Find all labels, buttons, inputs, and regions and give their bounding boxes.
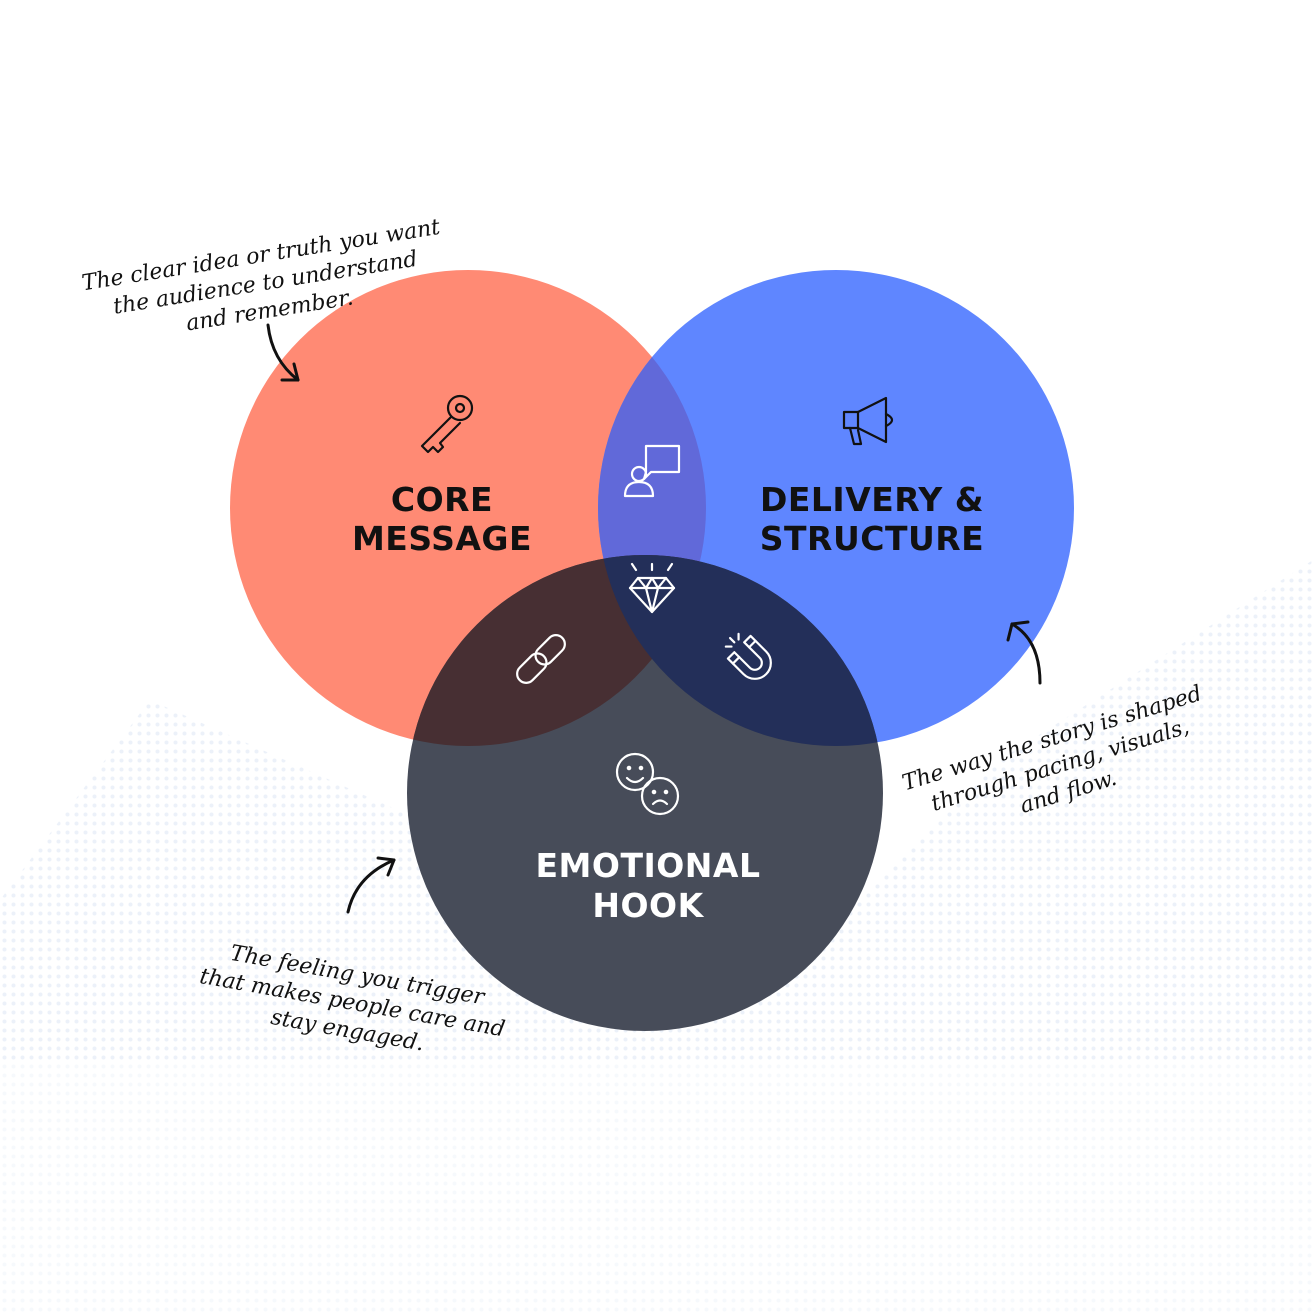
emotional-title-line2: HOOK (592, 886, 704, 925)
key-icon (420, 394, 474, 454)
presenter-speech-bubble-icon (623, 444, 681, 498)
happy-sad-faces-icon (615, 752, 680, 816)
background-fade (0, 1060, 1313, 1313)
diamond-icon (628, 562, 676, 614)
core-message-title: CORE MESSAGE (352, 480, 532, 558)
megaphone-icon (842, 396, 894, 446)
chain-link-icon (516, 634, 566, 684)
delivery-title-line2: STRUCTURE (760, 519, 984, 558)
core-note-arrow (266, 323, 300, 382)
delivery-title-line1: DELIVERY & (760, 480, 984, 519)
delivery-note-arrow (1006, 620, 1042, 685)
delivery-structure-title: DELIVERY & STRUCTURE (760, 480, 984, 558)
overlap-core-emotional (407, 555, 706, 746)
magnet-icon (724, 632, 772, 680)
emotional-note-arrow (346, 856, 396, 914)
emotional-hook-title: EMOTIONAL HOOK (536, 846, 761, 925)
core-title-line1: CORE (391, 480, 493, 519)
core-title-line2: MESSAGE (352, 519, 532, 558)
emotional-title-line1: EMOTIONAL (536, 846, 761, 885)
overlap-delivery-emotional (598, 555, 883, 746)
